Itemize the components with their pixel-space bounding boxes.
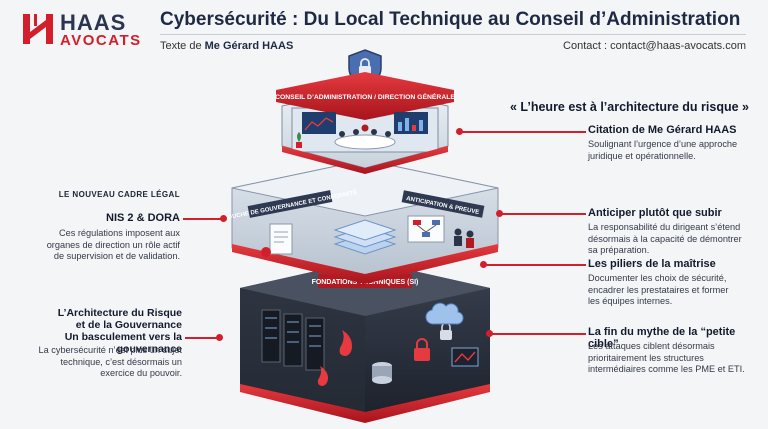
tier-mid-right-badge	[401, 190, 485, 218]
myth-title: La fin du mythe de la “petite cible”	[588, 326, 736, 350]
author-prefix: Texte de	[160, 40, 205, 52]
risk-architecture-title: L’Architecture du Risque et de la Gouver…	[57, 307, 182, 331]
flowchart-board-icon	[407, 215, 445, 243]
architecture-stack-diagram: FONDATIONS TECHNIQUES (SI) COUCHE DE GOU…	[223, 49, 499, 423]
tier-top-banner	[276, 72, 454, 120]
citation-title: Citation de Me Gérard HAAS	[588, 124, 737, 136]
network-monitor-icon	[451, 347, 479, 367]
tier-mid-left-badge	[247, 190, 333, 218]
nis-dora-connector	[183, 218, 223, 220]
governance-shift-connector	[185, 337, 219, 339]
tier-board: CONSEIL D’ADMINISTRATION / DIRECTION GÉN…	[275, 72, 455, 174]
boardroom-meeting-icon	[334, 124, 396, 150]
nis-dora-body: Ces régulations imposent aux organes de …	[46, 228, 180, 261]
myth-body: Les attaques ciblent désormais prioritai…	[588, 341, 745, 374]
server-rack-icon	[261, 309, 325, 371]
author-line: Texte de Me Gérard HAAS	[160, 40, 293, 52]
brand-logo[interactable]: HAAS AVOCATS	[22, 10, 140, 50]
contact-line[interactable]: Contact : contact@haas-avocats.com	[563, 40, 746, 52]
nis-dora-title: NIS 2 & DORA	[106, 212, 180, 224]
cloud-icon	[425, 302, 464, 325]
tier-top-label: CONSEIL D’ADMINISTRATION / DIRECTION GÉN…	[275, 92, 455, 101]
governance-shift-title: Un basculement vers la gouvernance	[64, 331, 182, 355]
plant-icon	[296, 132, 302, 148]
governance-shift-body: La cybersécurité n’est plus un sujet tec…	[38, 345, 182, 378]
people-team-icon	[454, 228, 474, 248]
page-title: Cybersécurité : Du Local Technique au Co…	[160, 9, 741, 30]
database-icon	[372, 362, 392, 384]
document-icon	[261, 223, 293, 257]
dashboard-screen-icon	[302, 112, 428, 134]
pillars-marker	[480, 261, 487, 268]
anticipate-marker	[496, 210, 503, 217]
anticipate-title: Anticiper plutôt que subir	[588, 207, 722, 219]
brand-name-top: HAAS	[60, 10, 127, 35]
author-name: Me Gérard HAAS	[204, 40, 294, 52]
tier-technical-foundations: FONDATIONS TECHNIQUES (SI)	[240, 260, 490, 423]
header: HAAS AVOCATS Cybersécurité : Du Local Te…	[0, 0, 768, 56]
citation-connector	[460, 131, 586, 133]
anticipate-body: La responsabilité du dirigeant s’étend d…	[588, 222, 742, 255]
legal-framework-label: LE NOUVEAU CADRE LÉGAL	[58, 190, 180, 199]
header-divider	[160, 34, 746, 35]
citation-marker	[456, 128, 463, 135]
risk-quote: « L’heure est à l’architecture du risque…	[510, 100, 749, 114]
brand-name-bottom: AVOCATS	[60, 32, 142, 49]
nis-dora-marker	[220, 215, 227, 222]
pillars-title: Les piliers de la maîtrise	[588, 258, 716, 270]
pillars-body: Documenter les choix de sécurité, encadr…	[588, 273, 729, 306]
myth-connector	[490, 333, 586, 335]
tier-governance: COUCHE DE GOUVERNANCE ET CONFORMITÉ ANTI…	[223, 159, 499, 284]
governance-shift-marker	[216, 334, 223, 341]
firewall-fire-icon	[317, 330, 352, 386]
citation-body: Soulignant l’urgence d’une approche juri…	[588, 139, 738, 161]
myth-marker	[486, 330, 493, 337]
pillars-connector	[484, 264, 586, 266]
anticipate-connector	[500, 213, 586, 215]
logo-mark-icon	[23, 14, 53, 44]
layered-stack-icon	[333, 219, 397, 255]
